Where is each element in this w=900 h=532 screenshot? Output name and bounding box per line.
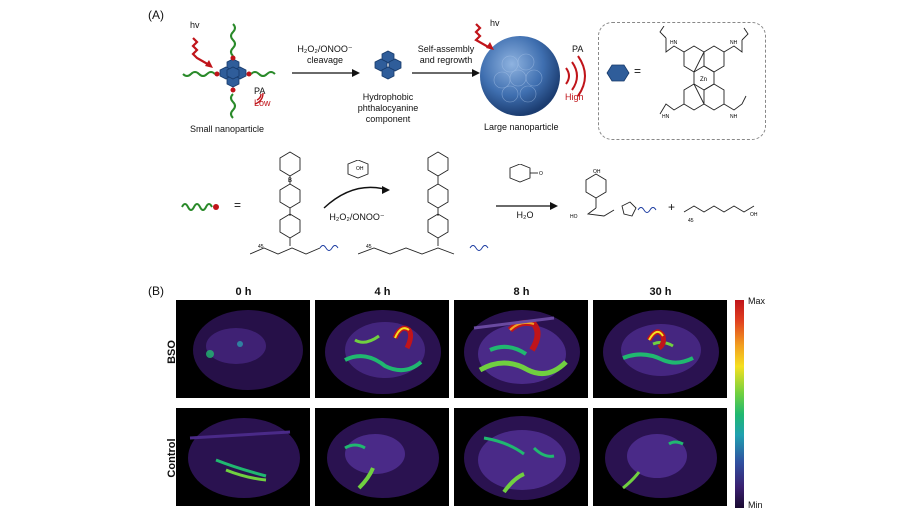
time-header-4h: 4 h: [374, 286, 391, 298]
arrow2-line1: Self-assembly: [417, 44, 475, 54]
large-hv-label: hv: [490, 18, 500, 28]
pa-image-control-4h: [315, 408, 449, 506]
arrow1-label: H₂O₂/ONOO⁻ cleavage: [290, 44, 360, 66]
arrow2: [412, 69, 480, 77]
arrow3-label: H₂O₂/ONOO⁻: [329, 212, 385, 222]
scheme-plus: +: [668, 200, 676, 214]
scheme-equals: =: [234, 198, 242, 212]
molecule-equals: =: [634, 64, 642, 78]
pa-image-control-8h: [454, 408, 588, 506]
oh-label-reagent: OH: [356, 166, 364, 172]
product-structure: OH HO: [570, 169, 657, 220]
ho-label-product: HO: [570, 214, 578, 220]
pa-image-control-30h: [593, 408, 727, 506]
arrow1-line1: H₂O₂/ONOO⁻: [297, 44, 353, 54]
pa-image-bso-30h: [593, 300, 727, 398]
small-nanoparticle-figure: [182, 23, 276, 119]
polymer-chain-icon: [181, 203, 219, 211]
panel-a-label: (A): [148, 8, 164, 22]
zn-phthalocyanine-structure: Zn NH HN NH HN: [659, 26, 749, 120]
peg-acid-structure: 45 OH: [683, 205, 758, 224]
time-header-8h: 8 h: [513, 286, 530, 298]
molecule-hexagon-icon: [606, 64, 630, 82]
o-label-quinone: O: [539, 171, 543, 177]
boronate-ester-structure: 45 B: [250, 151, 339, 255]
small-nanoparticle-caption: Small nanoparticle: [190, 124, 265, 134]
nh-label-1: NH: [730, 40, 738, 46]
small-hv-label: hv: [190, 20, 200, 30]
phthalocyanine-cluster: [374, 50, 402, 80]
phthalo-line2: phthalocyanine: [357, 103, 419, 113]
arrow4: O: [496, 164, 558, 210]
phthalo-line1: Hydrophobic: [362, 92, 414, 102]
large-nanoparticle-caption: Large nanoparticle: [484, 122, 559, 132]
large-nanoparticle-figure: [474, 23, 586, 116]
oh-label-product: OH: [593, 169, 601, 175]
oh-label-acid: OH: [750, 212, 758, 218]
colorbar-min-label: Min: [748, 500, 763, 510]
pa-image-bso-8h: [454, 300, 588, 398]
sub-45-a: 45: [258, 244, 264, 250]
hn-label-2: HN: [662, 114, 670, 120]
intermediate-structure: 45: [358, 151, 489, 255]
boron-label-1: B: [288, 178, 292, 184]
zn-atom-label: Zn: [700, 77, 707, 83]
arrow4-label: H₂O: [516, 210, 534, 220]
arrow1: [292, 69, 360, 77]
sub-45-b: 45: [366, 244, 372, 250]
small-pa-label: PA: [254, 86, 266, 96]
time-header-30h: 30 h: [649, 286, 672, 298]
sub-45-c: 45: [688, 218, 694, 224]
large-pa-label: PA: [572, 44, 584, 54]
phthalo-line3: component: [365, 114, 411, 124]
panel-b-label: (B): [148, 284, 164, 298]
pa-image-control-0h: [176, 408, 310, 506]
small-low-label: Low: [254, 98, 271, 108]
molecule-box: [598, 22, 766, 140]
arrow1-line2: cleavage: [306, 55, 344, 65]
arrow2-line2: and regrowth: [419, 55, 473, 65]
large-high-label: High: [565, 92, 584, 102]
phthalocyanine-caption: Hydrophobic phthalocyanine component: [348, 92, 428, 125]
colorbar: [735, 300, 744, 508]
nh-label-2: NH: [730, 114, 738, 120]
pa-image-bso-4h: [315, 300, 449, 398]
arrow3: OH: [323, 160, 390, 209]
pa-image-bso-0h: [176, 300, 310, 398]
colorbar-max-label: Max: [748, 296, 766, 306]
time-header-0h: 0 h: [235, 286, 252, 298]
arrow2-label: Self-assembly and regrowth: [406, 44, 486, 66]
hn-label-1: HN: [670, 40, 678, 46]
